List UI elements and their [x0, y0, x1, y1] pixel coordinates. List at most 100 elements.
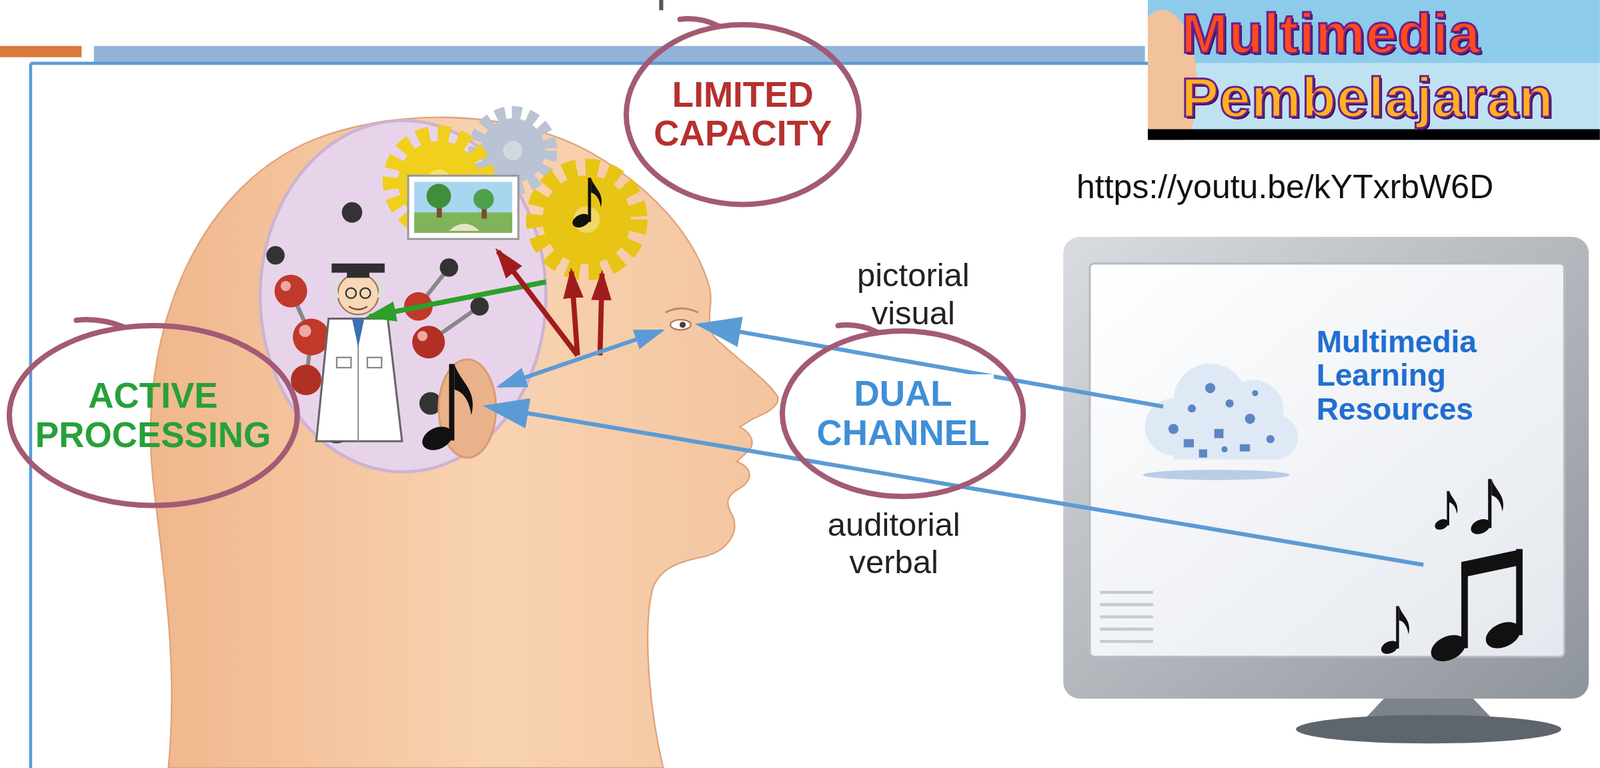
cloud-icon — [1143, 363, 1299, 480]
cloud-icon-part — [1199, 448, 1208, 457]
circle-overshoot — [680, 18, 719, 27]
monitor-part — [1089, 263, 1564, 657]
circle-label: DUAL CHANNEL — [812, 374, 994, 453]
molecules-part — [266, 246, 285, 265]
scientist-figure-part — [316, 318, 403, 442]
cloud-icon-part — [1221, 446, 1228, 453]
cloud-icon-part — [1183, 438, 1194, 447]
cloud-icon-part — [1173, 420, 1276, 460]
picture-card-part — [448, 223, 480, 231]
screen-notes-part — [1426, 548, 1525, 667]
active-processing-circle: ACTIVE PROCESSING — [5, 321, 302, 510]
circle-outline — [9, 325, 298, 506]
head-silhouette-part — [679, 321, 686, 328]
molecules-part — [342, 202, 363, 223]
picture-card-part — [408, 175, 519, 239]
circle-outline — [782, 330, 1024, 497]
head-silhouette-part — [665, 308, 699, 313]
monitor-part — [1295, 714, 1562, 743]
scientist-figure-part — [336, 357, 351, 368]
head-silhouette-part — [670, 319, 691, 330]
channel-label: auditorial verbal — [827, 505, 961, 581]
scientist-figure-part — [367, 357, 382, 368]
picture-card — [408, 175, 519, 239]
cloud-icon-part — [1168, 423, 1179, 434]
molecules-part — [280, 280, 291, 291]
limited-capacity-circle: LIMITED CAPACITY — [622, 20, 864, 209]
monitor-part — [1063, 236, 1589, 699]
dual-channel-circle: DUAL CHANNEL — [778, 326, 1028, 501]
monitor-part — [1099, 639, 1154, 643]
molecules-part — [292, 318, 330, 356]
cloud-icon-part — [1168, 382, 1275, 458]
cloud-icon-part — [1245, 413, 1256, 424]
resource-label: Multimedia Learning Resources — [1316, 324, 1477, 427]
cloud-icon-part — [1251, 390, 1258, 397]
molecules-part — [439, 258, 459, 277]
ear-part — [418, 364, 473, 455]
cloud-icon-part — [1266, 434, 1275, 443]
scientist-figure-part — [346, 269, 370, 278]
screen-notes — [1379, 478, 1525, 667]
monitor-part — [1099, 627, 1154, 631]
circle-label: ACTIVE PROCESSING — [35, 376, 271, 455]
scientist-figure-part — [352, 318, 365, 348]
monitor-part — [1099, 590, 1154, 594]
logo-sky — [1147, 0, 1600, 141]
slide-frame-part — [29, 63, 33, 768]
ear — [418, 359, 496, 458]
slide-frame-part — [658, 0, 663, 11]
screen-notes-part — [1379, 605, 1410, 657]
scientist-figure — [316, 263, 403, 441]
video-link: https://youtu.be/kYTxrbW6D — [1076, 168, 1494, 207]
gears-part — [570, 177, 602, 230]
molecules-part — [417, 330, 428, 341]
logo-text: Multimedia Pembelajaran — [1181, 1, 1554, 130]
logo-box: Multimedia Pembelajaran — [1147, 0, 1600, 141]
monitor-part — [1099, 592, 1154, 641]
slide-frame — [0, 0, 1148, 768]
monitor — [1063, 236, 1589, 743]
gears — [390, 112, 639, 272]
scientist-figure-part — [346, 288, 357, 299]
scientist-figure-part — [348, 306, 368, 310]
brain-arrows-part — [600, 273, 603, 355]
monitor-part — [1099, 614, 1154, 619]
cloud-icon-part — [1187, 404, 1196, 413]
molecules-part — [274, 274, 308, 308]
brain-arrows — [369, 251, 662, 387]
slide-frame-part — [30, 62, 1148, 66]
molecules-part — [298, 324, 311, 337]
gears-part — [534, 167, 639, 272]
brain-arrows-part — [369, 281, 547, 317]
scientist-figure-part — [337, 273, 379, 315]
circle-overshoot — [76, 319, 124, 327]
picture-card-part — [414, 212, 513, 233]
slide-frame-part — [94, 46, 1146, 63]
brain-arrows-part — [500, 330, 662, 387]
molecules-part — [412, 325, 445, 359]
cloud-icon-part — [1225, 398, 1234, 407]
slide-frame-part — [0, 46, 82, 58]
channel-label: pictorial visual — [857, 256, 970, 332]
cloud-icon-part — [1143, 469, 1290, 480]
brain-arrows-part — [498, 251, 578, 356]
monitor-screen: Multimedia Learning Resources — [1063, 236, 1589, 696]
scientist-figure-part — [360, 288, 371, 299]
scientist-figure-part — [334, 277, 383, 299]
molecules-part — [470, 296, 489, 316]
molecules-part — [290, 364, 322, 395]
cloud-icon-part — [1205, 382, 1216, 393]
picture-card-part — [426, 184, 452, 209]
picture-card-part — [414, 181, 513, 233]
screen-notes-part — [1468, 478, 1504, 537]
monitor-part — [1099, 602, 1154, 607]
screen-notes-part — [1433, 490, 1458, 532]
picture-card-part — [473, 188, 495, 210]
circle-outline — [626, 24, 860, 205]
circle-label: LIMITED CAPACITY — [653, 75, 832, 154]
logo-bar — [1147, 129, 1600, 141]
brain-arrows-part — [571, 271, 578, 356]
cloud-icon-part — [1239, 444, 1250, 452]
